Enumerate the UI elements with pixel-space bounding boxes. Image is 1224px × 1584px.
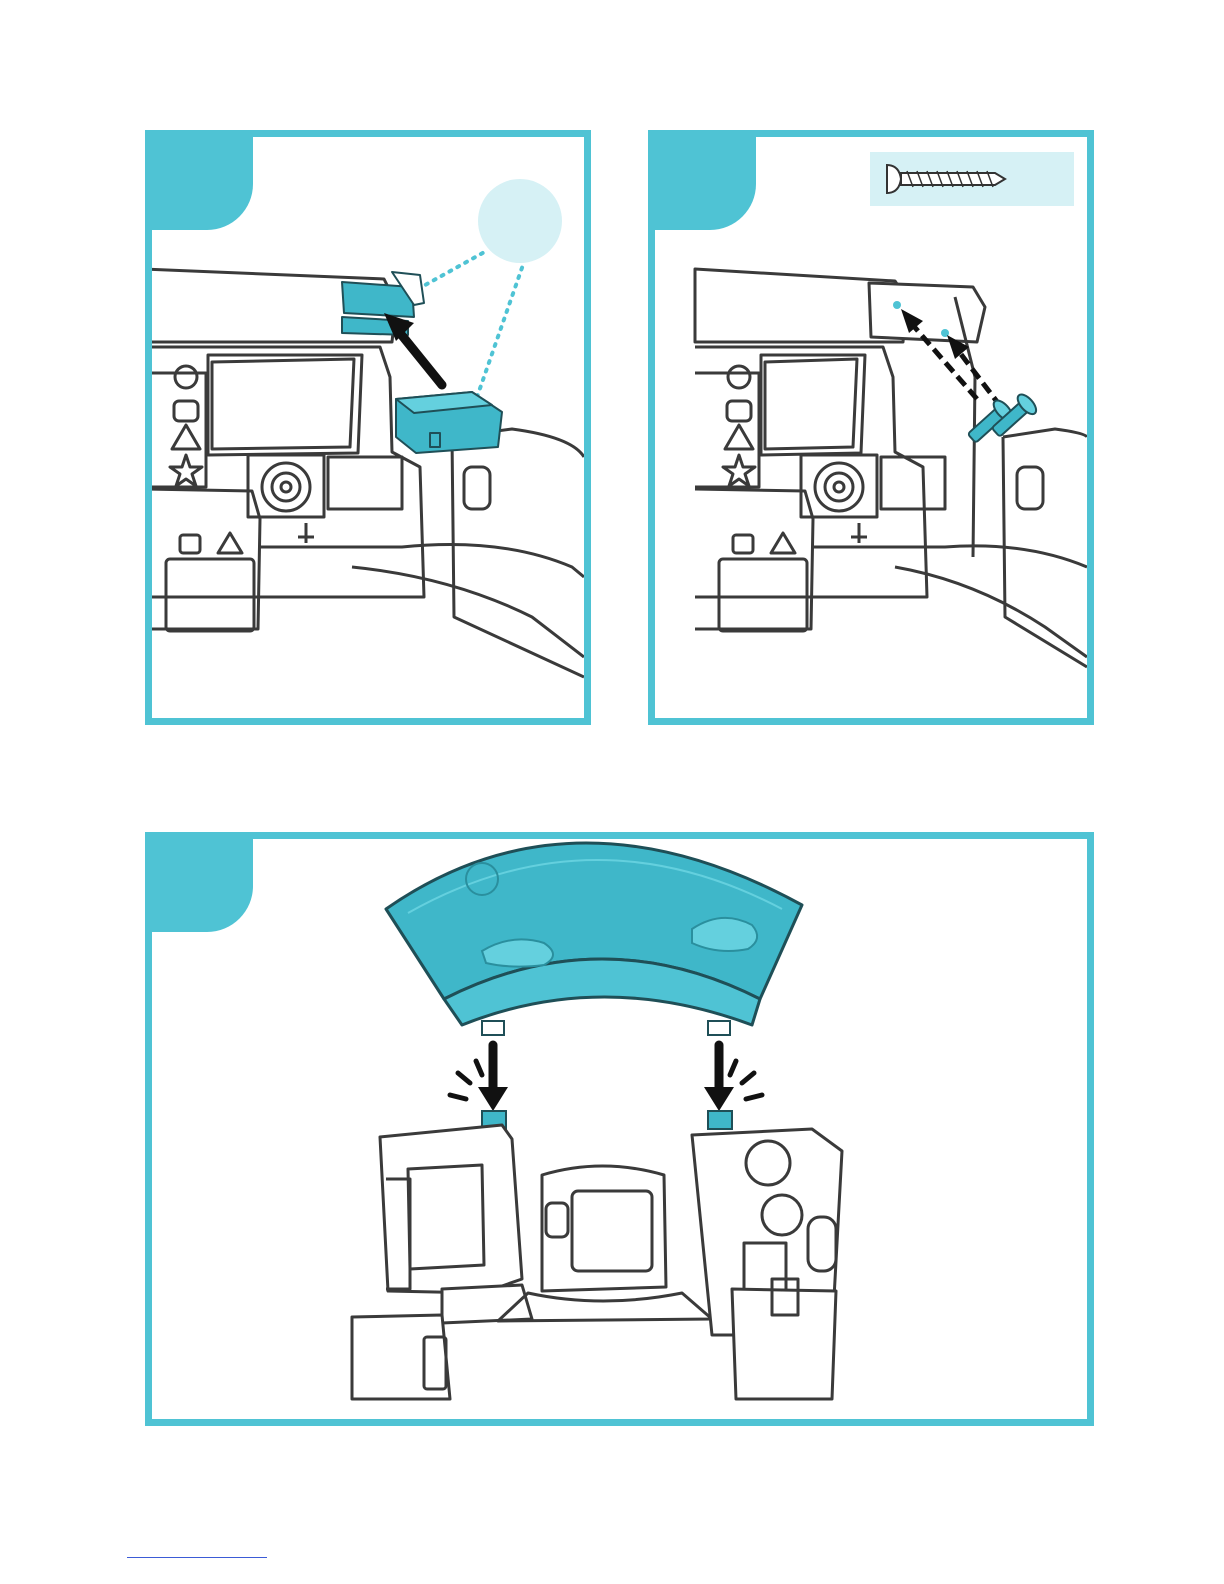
push-arrow-icon bbox=[384, 313, 442, 385]
roof-bracket-part bbox=[396, 392, 502, 453]
illustration-insert-screws bbox=[655, 137, 1087, 718]
screw-reference-box bbox=[870, 152, 1074, 206]
zoom-callout-circle bbox=[478, 179, 562, 263]
illustration-attach-bracket bbox=[152, 137, 584, 718]
right-play-module bbox=[692, 1129, 842, 1399]
left-play-module bbox=[352, 1125, 532, 1399]
curved-roof-part bbox=[386, 843, 802, 1035]
step-panel-2 bbox=[648, 130, 1094, 725]
step-panel-3 bbox=[145, 832, 1094, 1426]
down-arrow-icon bbox=[478, 1045, 734, 1111]
center-door-panel bbox=[498, 1166, 712, 1321]
step-panel-1 bbox=[145, 130, 591, 725]
footer-rule bbox=[127, 1557, 267, 1558]
illustration-attach-roof bbox=[152, 839, 1087, 1419]
